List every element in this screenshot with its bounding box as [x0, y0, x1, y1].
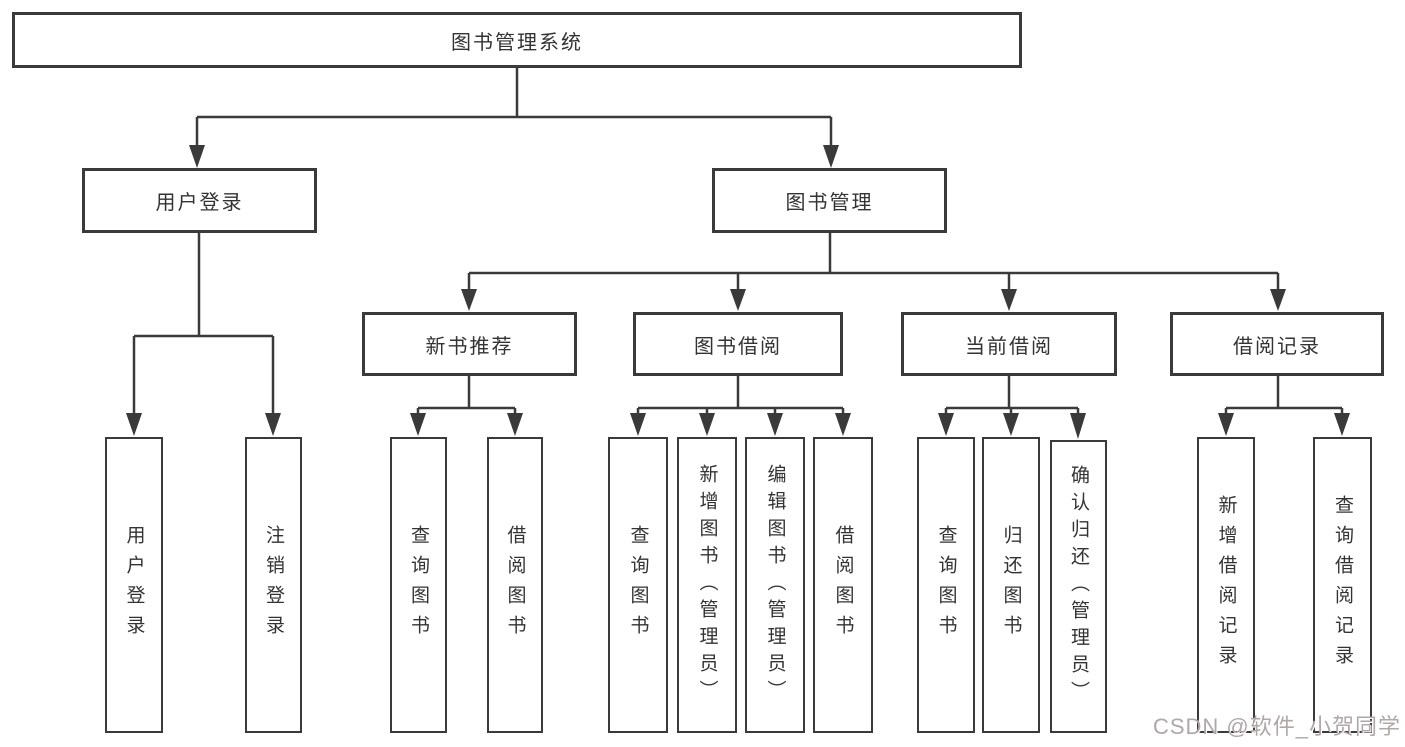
leaf-confirm-return-label: 确认归还（管理员）: [1068, 465, 1089, 708]
leaf-query-books-3-label: 查询图书: [935, 525, 957, 645]
leaf-query-books-1-label: 查询图书: [408, 525, 429, 645]
leaf-borrow-books-1-label: 借阅图书: [504, 525, 526, 645]
leaf-query-borrow-record: 查询借阅记录: [1313, 437, 1372, 733]
node-book-borrowing-label: 图书借阅: [694, 335, 782, 358]
leaf-borrow-books-2-label: 借阅图书: [832, 525, 854, 645]
node-root-system: 图书管理系统: [12, 12, 1022, 68]
leaf-user-login: 用户登录: [105, 437, 163, 733]
node-new-book-recommendation-label: 新书推荐: [425, 335, 514, 358]
csdn-watermark: CSDN @软件_小贺同学: [1152, 714, 1401, 739]
leaf-add-borrow-record-label: 新增借阅记录: [1215, 495, 1237, 675]
node-book-management-label: 图书管理: [785, 192, 874, 214]
node-root-system-label: 图书管理系统: [451, 31, 583, 54]
node-user-login-label: 用户登录: [155, 192, 244, 214]
leaf-logout: 注销登录: [245, 437, 302, 733]
leaf-add-books-admin: 新增图书（管理员）: [677, 437, 737, 733]
leaf-return-books: 归还图书: [982, 437, 1040, 733]
node-borrowing-records-label: 借阅记录: [1233, 335, 1321, 358]
leaf-query-books-under-recommendation: 查询图书: [390, 437, 447, 733]
node-user-login: 用户登录: [82, 168, 317, 233]
node-book-borrowing: 图书借阅: [633, 312, 843, 376]
leaf-query-books-under-borrowing: 查询图书: [608, 437, 668, 733]
leaf-confirm-return-admin: 确认归还（管理员）: [1050, 440, 1107, 733]
leaf-return-books-label: 归还图书: [1000, 525, 1022, 645]
node-borrowing-records: 借阅记录: [1170, 312, 1384, 376]
leaf-borrow-books-under-recommendation: 借阅图书: [487, 437, 543, 733]
leaf-query-borrow-record-label: 查询借阅记录: [1332, 495, 1353, 675]
leaf-query-books-under-current: 查询图书: [917, 437, 975, 733]
node-current-borrowing-label: 当前借阅: [965, 335, 1053, 358]
leaf-borrow-books-under-borrowing: 借阅图书: [813, 437, 873, 733]
leaf-add-borrow-record: 新增借阅记录: [1197, 437, 1255, 733]
leaf-edit-books-label: 编辑图书（管理员）: [764, 463, 786, 707]
leaf-query-books-2-label: 查询图书: [627, 525, 649, 645]
node-new-book-recommendation: 新书推荐: [362, 312, 577, 376]
node-book-management: 图书管理: [712, 168, 947, 233]
node-current-borrowing: 当前借阅: [901, 312, 1117, 376]
leaf-logout-label: 注销登录: [263, 525, 284, 645]
leaf-edit-books-admin: 编辑图书（管理员）: [745, 437, 805, 733]
leaf-user-login-label: 用户登录: [123, 525, 145, 645]
leaf-add-books-label: 新增图书（管理员）: [696, 463, 718, 707]
